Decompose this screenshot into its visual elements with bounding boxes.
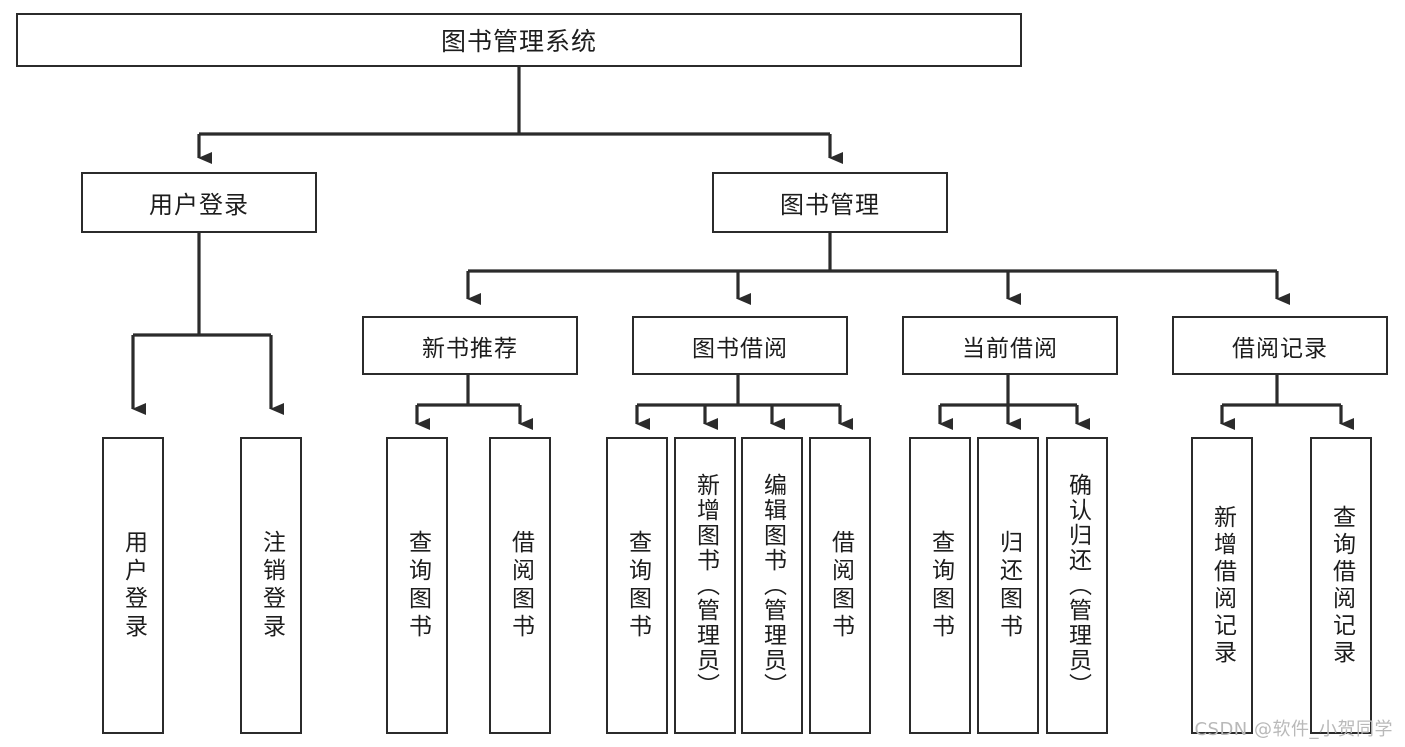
node-label: 借阅记录 [1232, 335, 1328, 362]
leaf-logout-login[interactable]: 注销登录 [240, 437, 302, 734]
node-label: 确认归还（管理员） [1064, 473, 1091, 698]
node-label: 新增图书（管理员） [692, 473, 719, 698]
leaf-return-book[interactable]: 归还图书 [977, 437, 1039, 734]
leaf-query-book-new-recommend[interactable]: 查询图书 [386, 437, 448, 734]
leaf-add-book-admin[interactable]: 新增图书（管理员） [674, 437, 736, 734]
leaf-query-borrow-record[interactable]: 查询借阅记录 [1310, 437, 1372, 734]
node-label: 查询图书 [404, 529, 431, 642]
node-label: 查询图书 [927, 529, 954, 642]
node-user-login[interactable]: 用户登录 [81, 172, 317, 233]
leaf-user-login[interactable]: 用户登录 [102, 437, 164, 734]
node-label: 新增借阅记录 [1209, 504, 1236, 667]
node-label: 用户登录 [149, 191, 249, 219]
leaf-confirm-return-admin[interactable]: 确认归还（管理员） [1046, 437, 1108, 734]
node-label: 图书借阅 [692, 335, 788, 362]
node-label: 新书推荐 [422, 335, 518, 362]
node-book-borrow[interactable]: 图书借阅 [632, 316, 848, 375]
leaf-query-book-current[interactable]: 查询图书 [909, 437, 971, 734]
leaf-borrow-book-borrow[interactable]: 借阅图书 [809, 437, 871, 734]
node-label: 归还图书 [995, 529, 1022, 642]
node-label: 图书管理系统 [440, 27, 597, 56]
node-label: 编辑图书（管理员） [759, 473, 786, 698]
node-root-book-management-system[interactable]: 图书管理系统 [16, 13, 1022, 67]
leaf-add-borrow-record[interactable]: 新增借阅记录 [1191, 437, 1253, 734]
node-label: 借阅图书 [827, 529, 854, 642]
node-label: 用户登录 [120, 529, 147, 642]
node-label: 当前借阅 [962, 335, 1058, 362]
node-current-borrow[interactable]: 当前借阅 [902, 316, 1118, 375]
node-label: 查询图书 [624, 529, 651, 642]
leaf-borrow-book-new-recommend[interactable]: 借阅图书 [489, 437, 551, 734]
node-label: 借阅图书 [507, 529, 534, 642]
node-book-manage[interactable]: 图书管理 [712, 172, 948, 233]
node-new-book-recommend[interactable]: 新书推荐 [362, 316, 578, 375]
node-borrow-record[interactable]: 借阅记录 [1172, 316, 1388, 375]
node-label: 注销登录 [258, 529, 285, 642]
leaf-query-book-borrow[interactable]: 查询图书 [606, 437, 668, 734]
leaf-edit-book-admin[interactable]: 编辑图书（管理员） [741, 437, 803, 734]
node-label: 图书管理 [780, 191, 880, 219]
node-label: 查询借阅记录 [1328, 504, 1355, 667]
